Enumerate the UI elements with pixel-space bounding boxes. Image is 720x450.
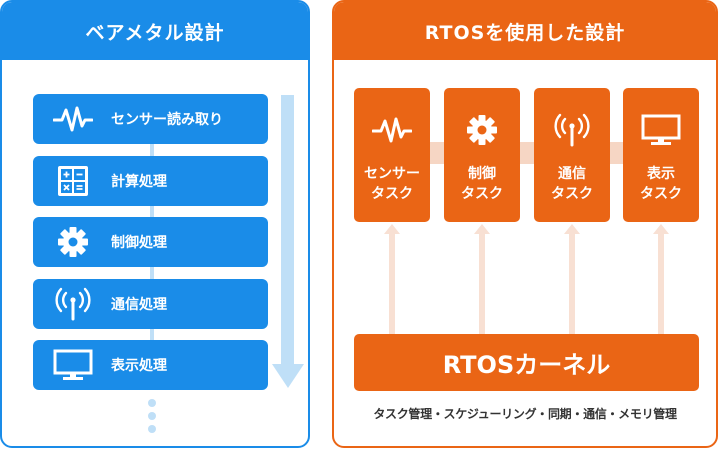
seq-item-label: 通信処理 [111, 297, 167, 313]
calculator-icon [53, 163, 93, 199]
seq-item-sensor: センサー読み取り [33, 94, 268, 144]
antenna-icon [553, 112, 591, 148]
task-display: 表示タスク [623, 88, 699, 222]
bare-metal-panel: ベアメタル設計 センサー読み取り 計算処理 [0, 0, 310, 448]
seq-item-calculation: 計算処理 [33, 156, 268, 206]
task-label: センサータスク [364, 166, 420, 202]
rtos-panel: RTOSを使用した設計 センサータスク [332, 0, 718, 448]
seq-item-label: 制御処理 [111, 235, 167, 251]
seq-item-display: 表示処理 [33, 340, 268, 390]
seq-item-communication: 通信処理 [33, 279, 268, 329]
task-label: 通信タスク [551, 166, 593, 202]
continuation-dot [148, 425, 156, 433]
waveform-icon [372, 112, 412, 148]
monitor-icon [53, 347, 93, 383]
bare-metal-title: ベアメタル設計 [2, 2, 308, 60]
up-arrow [384, 224, 400, 334]
rtos-title: RTOSを使用した設計 [334, 2, 716, 60]
antenna-icon [53, 286, 93, 322]
monitor-icon [641, 112, 681, 148]
flow-arrow [281, 95, 294, 365]
seq-item-label: センサー読み取り [111, 112, 223, 128]
gear-icon [53, 224, 93, 260]
task-sensor: センサータスク [354, 88, 430, 222]
kernel-caption: タスク管理・スケジューリング・同期・通信・メモリ管理 [373, 407, 677, 421]
flow-arrow-head [272, 364, 304, 388]
up-arrow [474, 224, 490, 334]
seq-item-label: 計算処理 [111, 174, 167, 190]
waveform-icon [53, 101, 93, 137]
continuation-dot [148, 412, 156, 420]
up-arrow [564, 224, 580, 334]
seq-item-label: 表示処理 [111, 358, 167, 374]
continuation-dot [148, 399, 156, 407]
rtos-kernel: RTOSカーネル [354, 334, 699, 391]
task-communication: 通信タスク [534, 88, 610, 222]
gear-icon [466, 112, 498, 148]
seq-item-control: 制御処理 [33, 217, 268, 267]
task-label: 制御タスク [461, 166, 503, 202]
task-control: 制御タスク [444, 88, 520, 222]
up-arrow [653, 224, 669, 334]
task-label: 表示タスク [640, 166, 682, 202]
